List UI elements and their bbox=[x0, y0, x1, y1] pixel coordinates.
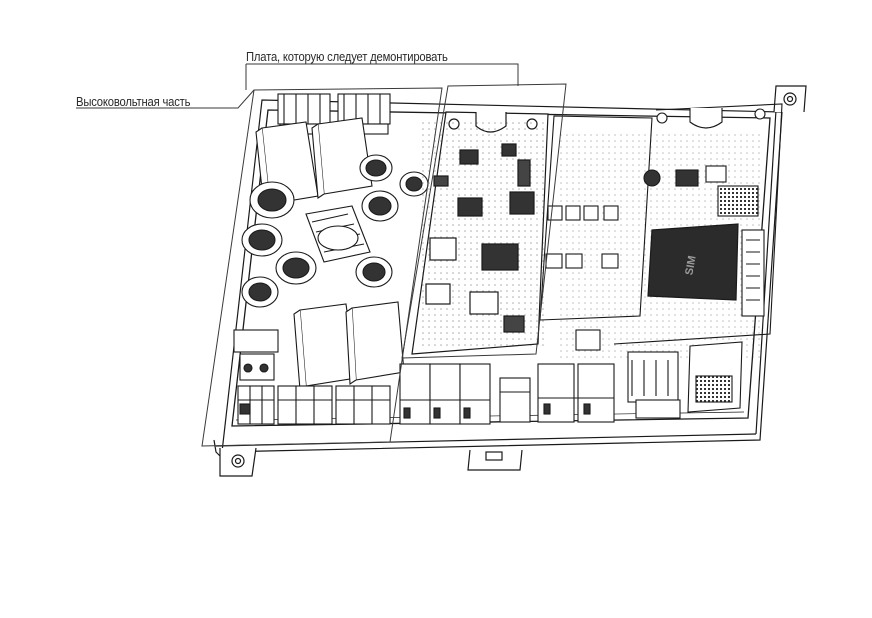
capacitor-6 bbox=[361, 190, 399, 222]
terminal-block-bottom-3 bbox=[335, 385, 391, 425]
capacitor-3 bbox=[275, 251, 317, 285]
leader-line-board bbox=[246, 63, 519, 86]
connector-small bbox=[499, 377, 531, 423]
choke bbox=[305, 205, 371, 263]
rj45-connector bbox=[687, 341, 743, 413]
mounting-tab-bottom-left bbox=[219, 447, 257, 477]
leader-line-hv bbox=[76, 89, 255, 109]
relay-2 bbox=[311, 117, 373, 199]
connector-row-2 bbox=[537, 363, 615, 423]
terminal-block-bottom-2 bbox=[277, 385, 333, 425]
hv-components bbox=[233, 93, 429, 425]
connector-row-1 bbox=[399, 363, 491, 425]
lower-connectors bbox=[399, 229, 765, 425]
hv-region-frame bbox=[201, 87, 443, 447]
din-clip bbox=[467, 449, 523, 471]
sim-chip: SIM bbox=[647, 223, 739, 301]
callout-frames bbox=[76, 63, 567, 447]
capacitor-2 bbox=[241, 223, 283, 257]
capacitor-1 bbox=[249, 181, 295, 219]
control-section bbox=[539, 103, 783, 351]
relay-4 bbox=[345, 301, 405, 385]
capacitor-5 bbox=[359, 154, 393, 182]
capacitor-8 bbox=[355, 256, 393, 288]
board-to-remove-label: Плата, которую следует демонтировать bbox=[246, 50, 448, 64]
capacitor-4 bbox=[241, 276, 279, 308]
chip-marking: SIM bbox=[683, 255, 698, 276]
side-connector bbox=[741, 229, 765, 317]
header-connector bbox=[627, 351, 681, 419]
fuse-holder bbox=[233, 329, 279, 381]
board-region-frame bbox=[401, 83, 567, 359]
removable-board bbox=[411, 111, 549, 355]
high-voltage-part-label: Высоковольтная часть bbox=[76, 95, 191, 109]
terminal-block-bottom-1 bbox=[237, 385, 275, 425]
mounting-tab-top-right bbox=[773, 85, 807, 113]
